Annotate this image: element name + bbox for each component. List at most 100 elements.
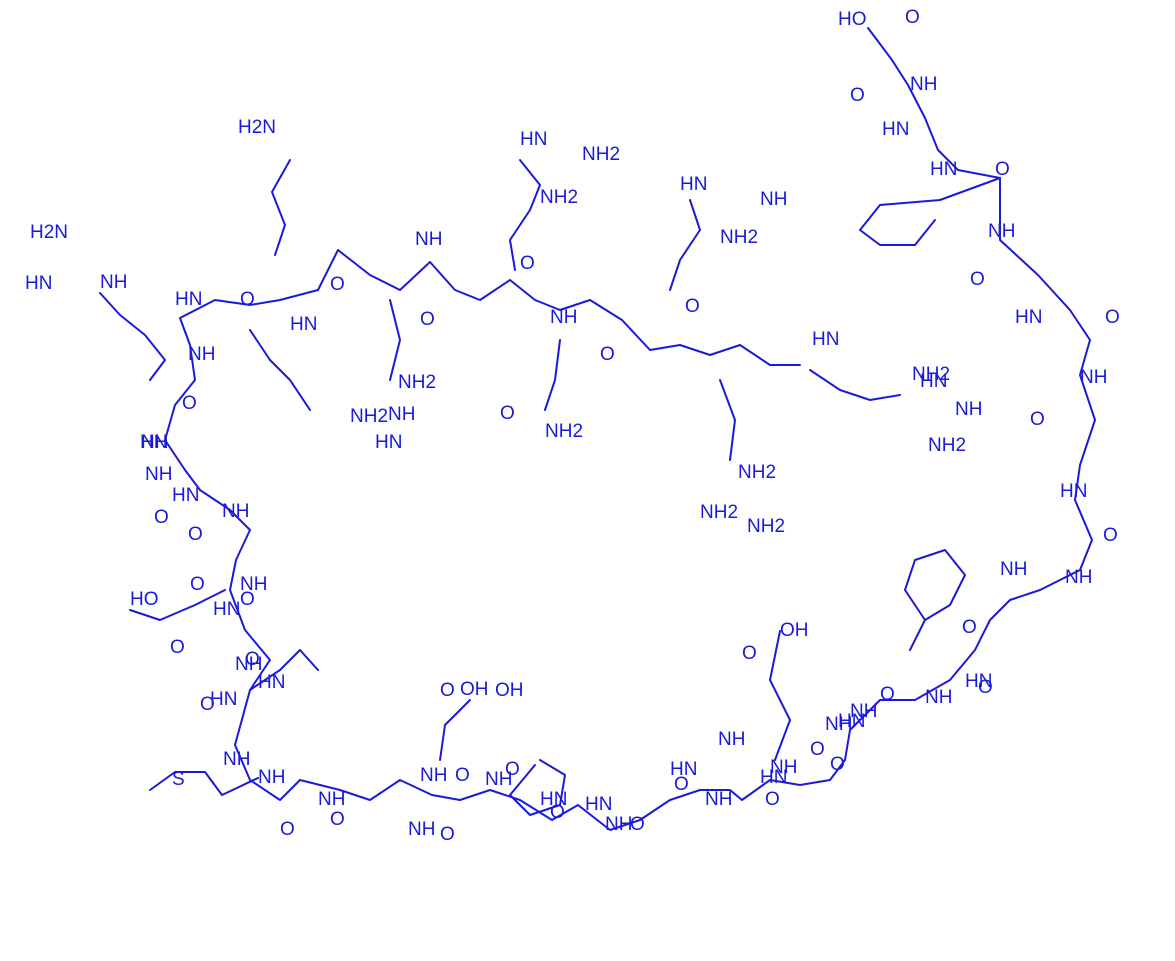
atom-label: O xyxy=(505,759,520,780)
atom-label: O xyxy=(880,684,895,705)
atom-label: HO xyxy=(130,589,159,610)
atom-label: NH xyxy=(1080,367,1107,388)
atom-label: O xyxy=(962,617,977,638)
atom-label: NH2 xyxy=(700,502,738,523)
atom-label: HN xyxy=(258,672,285,693)
bond-path xyxy=(99,292,166,381)
atom-label: NH xyxy=(141,432,168,453)
atom-label: O xyxy=(520,253,535,274)
atom-label: HN xyxy=(375,432,402,453)
atom-label: HN xyxy=(1015,307,1042,328)
atom-label: O xyxy=(280,819,295,840)
atom-label: NH xyxy=(415,229,442,250)
atom-label: O xyxy=(674,774,689,795)
atom-label: O xyxy=(154,507,169,528)
atom-label: NH xyxy=(223,749,250,770)
atom-label: HN xyxy=(290,314,317,335)
atom-label: O xyxy=(970,269,985,290)
atom-label: O xyxy=(742,643,757,664)
atom-label: O xyxy=(500,403,515,424)
bond-path xyxy=(544,339,561,411)
atom-label: NH2 xyxy=(582,144,620,165)
atom-label: NH xyxy=(318,789,345,810)
atom-label: NH xyxy=(222,501,249,522)
atom-label: O xyxy=(1103,525,1118,546)
atom-label: O xyxy=(245,649,260,670)
atom-label: HN xyxy=(812,329,839,350)
atom-label: NH xyxy=(760,189,787,210)
atom-label: NH2 xyxy=(738,462,776,483)
atom-label: O xyxy=(190,574,205,595)
bond-path xyxy=(859,177,1001,246)
bond-layer xyxy=(99,27,1096,831)
atom-label: O xyxy=(182,393,197,414)
atom-label: NH xyxy=(1065,567,1092,588)
atom-label: NH2 xyxy=(398,372,436,393)
bond-path xyxy=(509,159,541,271)
atom-label: O xyxy=(995,159,1010,180)
atom-label: H2N xyxy=(238,117,276,138)
atom-label: O xyxy=(850,85,865,106)
atom-label: HN xyxy=(25,273,52,294)
atom-label: HN xyxy=(670,759,697,780)
atom-label: O xyxy=(440,824,455,845)
atom-label: O xyxy=(978,677,993,698)
atom-label: NH xyxy=(258,767,285,788)
atom-label: HN xyxy=(1060,481,1087,502)
atom-label: NH xyxy=(235,654,262,675)
atom-label: HO xyxy=(838,9,867,30)
bond-path xyxy=(509,759,566,816)
atom-label: OH xyxy=(460,679,489,700)
atom-label: NH xyxy=(770,757,797,778)
atom-label: NH xyxy=(1000,559,1027,580)
atom-label: HN xyxy=(760,767,787,788)
bond-path xyxy=(439,699,471,761)
bond-path xyxy=(249,329,311,411)
atom-label: NH2 xyxy=(928,435,966,456)
atom-label: O xyxy=(1030,409,1045,430)
atom-label: S xyxy=(172,769,185,790)
atom-label: O xyxy=(905,7,920,28)
atom-label: HN xyxy=(920,371,947,392)
atom-label: O xyxy=(765,789,780,810)
atom-label: OH xyxy=(495,680,524,701)
atom-label: O xyxy=(455,765,470,786)
atom-label: NH xyxy=(718,729,745,750)
atom-label: NH xyxy=(145,464,172,485)
atom-label: NH xyxy=(988,221,1015,242)
atom-label: O xyxy=(240,289,255,310)
bond-path xyxy=(129,589,226,621)
atom-label: NH xyxy=(925,687,952,708)
bond-path xyxy=(389,299,401,381)
atom-label: O xyxy=(170,637,185,658)
atom-label: NH xyxy=(408,819,435,840)
atom-label: NH xyxy=(825,714,852,735)
atom-label: NH xyxy=(485,769,512,790)
atom-label: O xyxy=(830,754,845,775)
atom-label: NH2 xyxy=(545,421,583,442)
atom-label: HN xyxy=(175,289,202,310)
bond-path xyxy=(719,379,736,461)
atom-label: NH2 xyxy=(350,406,388,427)
atom-label: NH2 xyxy=(720,227,758,248)
atom-label: O xyxy=(600,344,615,365)
atom-label: HN xyxy=(520,129,547,150)
atom-label: O xyxy=(810,739,825,760)
atom-label: HN xyxy=(140,432,167,453)
bond-path xyxy=(249,649,319,691)
atom-label: O xyxy=(630,814,645,835)
atom-label: O xyxy=(440,680,455,701)
atom-label: O xyxy=(550,802,565,823)
atom-label: HN xyxy=(210,689,237,710)
atom-label: HN xyxy=(680,174,707,195)
atom-label: NH xyxy=(605,814,632,835)
atom-label: NH2 xyxy=(540,187,578,208)
atom-label: HN xyxy=(965,671,992,692)
atom-label: HN xyxy=(172,485,199,506)
atom-label: HN xyxy=(540,789,567,810)
bond-path xyxy=(904,549,966,651)
atom-label: NH2 xyxy=(747,516,785,537)
